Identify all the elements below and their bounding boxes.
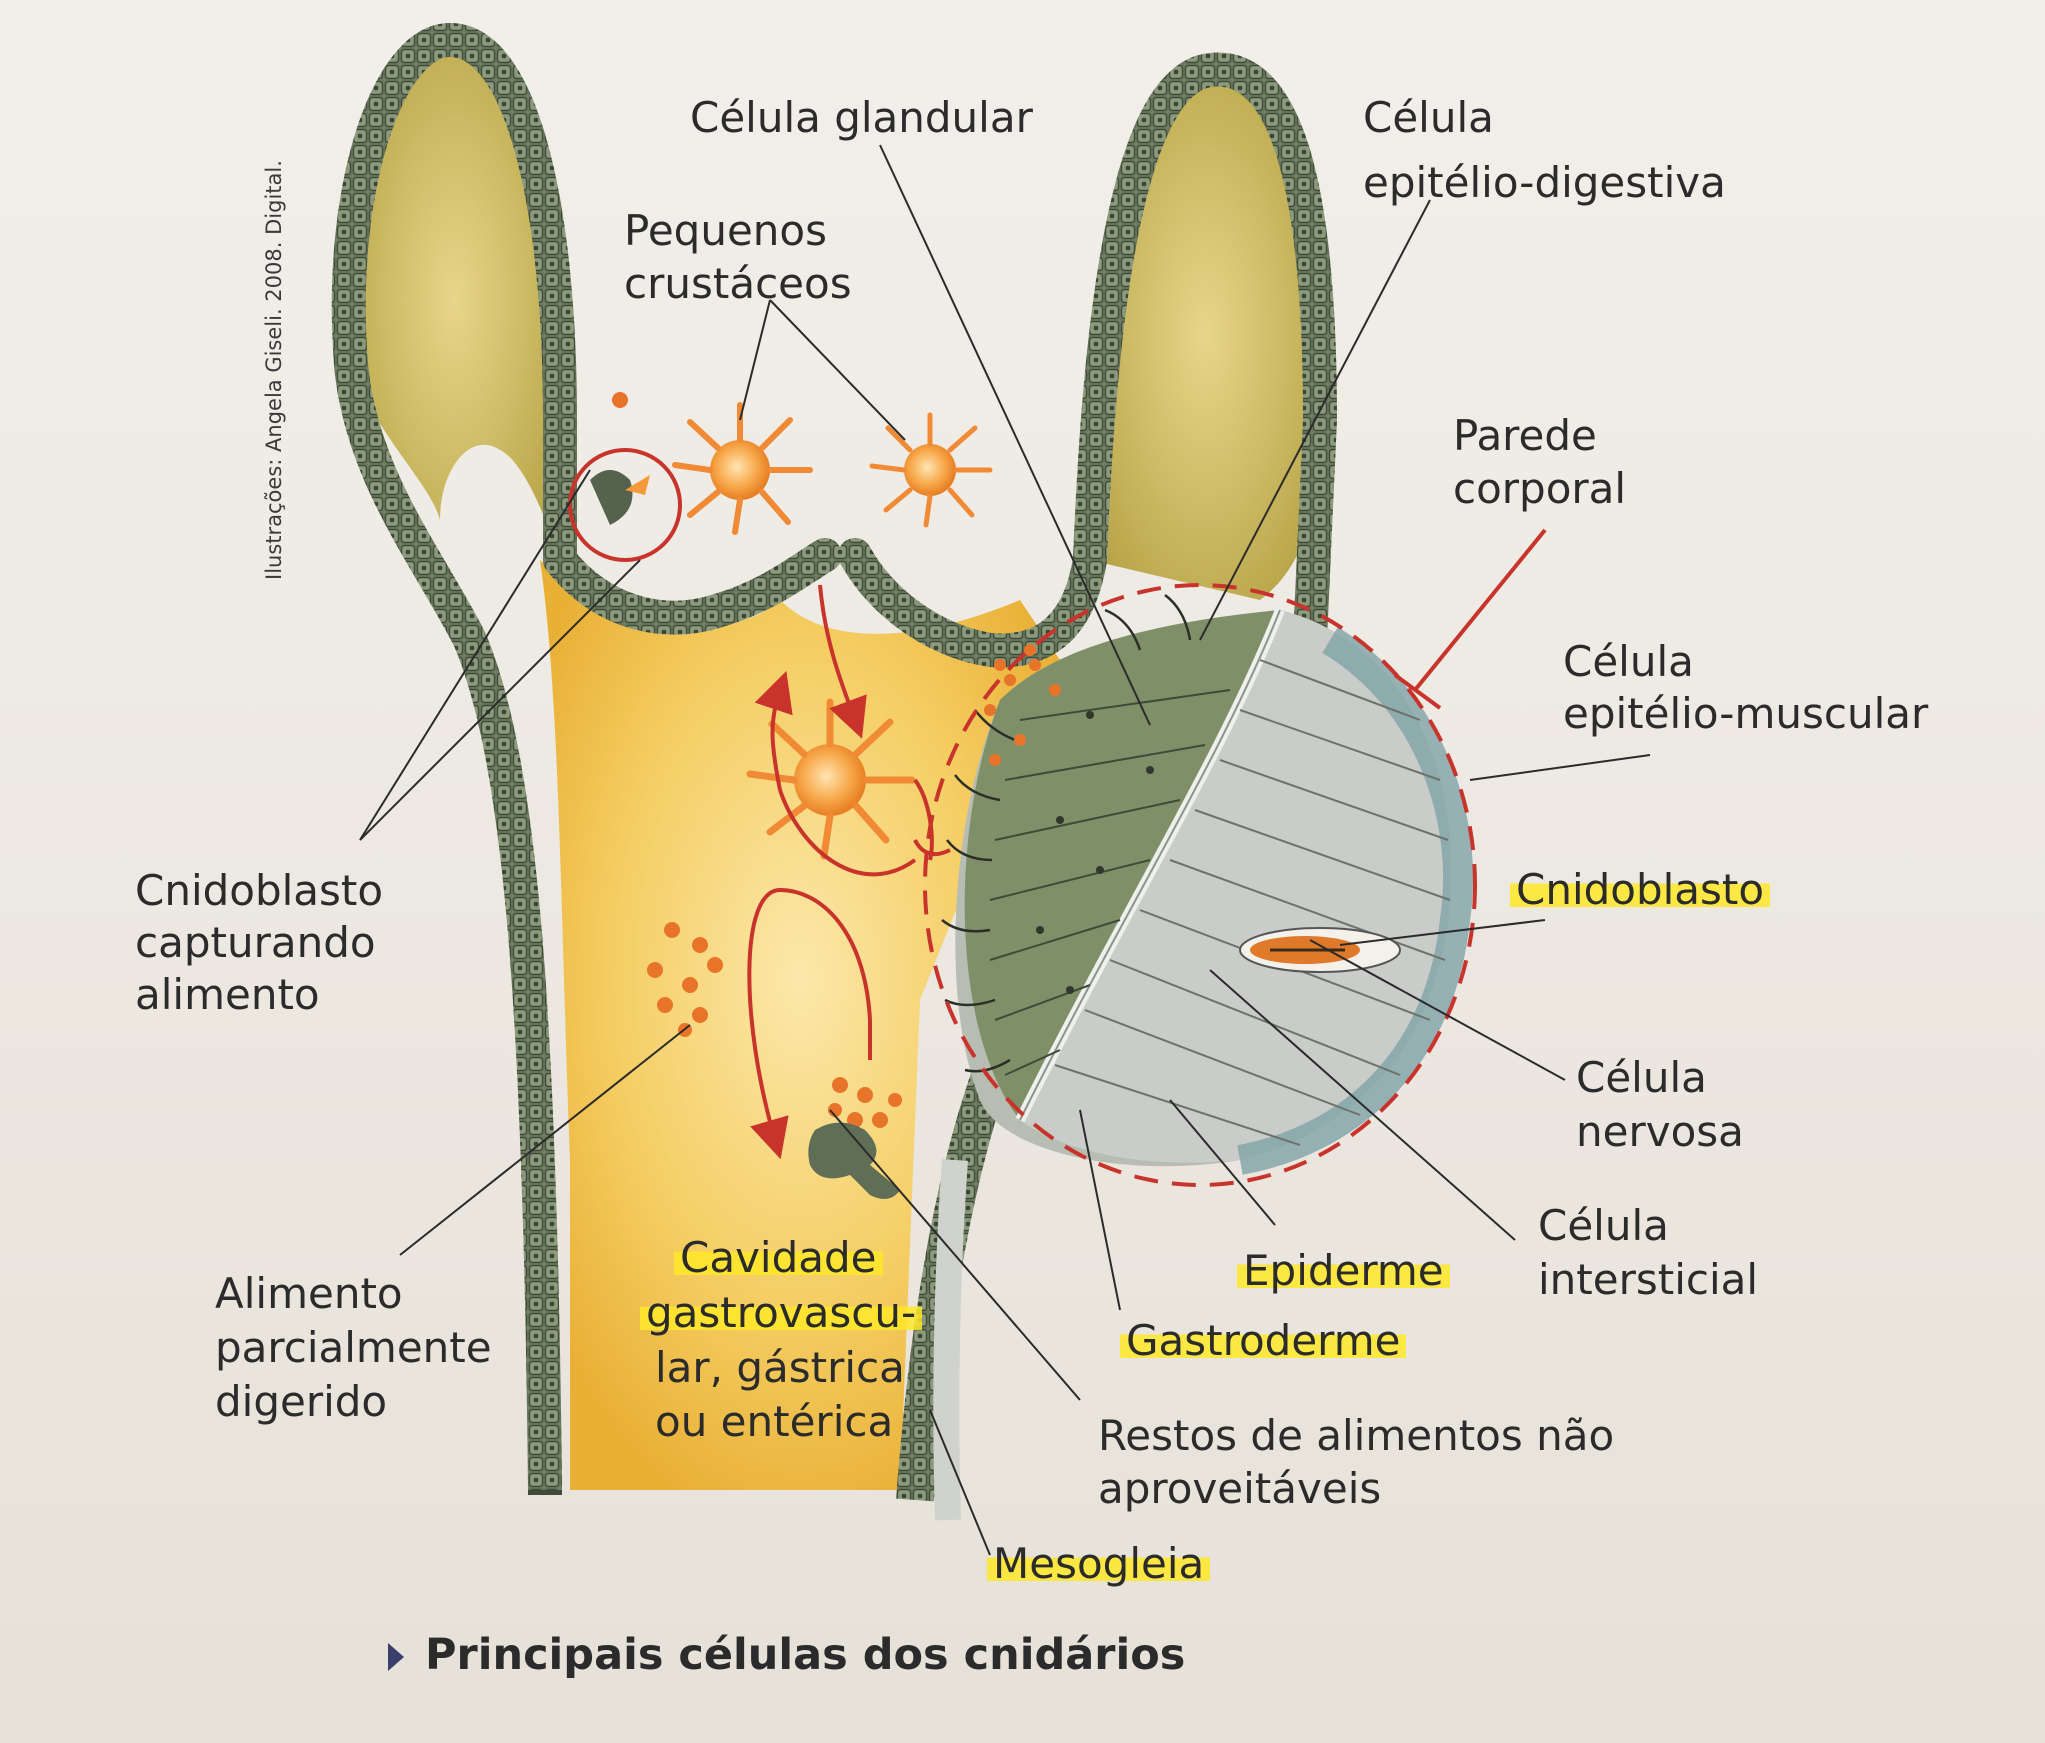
label-parede-corporal-1: Parede xyxy=(1453,411,1597,460)
leader-lines xyxy=(359,144,1651,1556)
label-epiderme-text: Epiderme xyxy=(1237,1246,1450,1295)
label-cnidoblasto-capturando-3: alimento xyxy=(135,970,320,1019)
label-cavidade-2: gastrovascu- xyxy=(640,1287,923,1339)
label-pequenos-crustaceos-2: crustáceos xyxy=(624,259,852,308)
label-alimento-digerido-1: Alimento xyxy=(215,1269,403,1318)
label-celula-glandular: Célula glandular xyxy=(690,93,1033,142)
label-celula-intersticial-2: intersticial xyxy=(1538,1255,1759,1304)
cnidoblast-cell xyxy=(1239,927,1401,973)
label-cavidade-4: ou entérica xyxy=(655,1397,894,1446)
label-restos-1: Restos de alimentos não xyxy=(1098,1411,1615,1460)
label-cnidoblasto-capturando-2: capturando xyxy=(135,918,376,967)
waste-structure xyxy=(808,1122,900,1199)
label-cavidade-3: lar, gástrica xyxy=(655,1343,905,1392)
body-wall-section xyxy=(941,594,1473,1175)
label-alimento-digerido-3: digerido xyxy=(215,1377,388,1426)
label-cavidade-1: Cavidade xyxy=(674,1232,883,1284)
label-restos-2: aproveitáveis xyxy=(1098,1464,1382,1513)
gastrovascular-cavity xyxy=(540,560,1060,1490)
label-cnidoblasto-capturando-1: Cnidoblasto xyxy=(135,866,384,915)
label-celula-epitelio-muscular-2: epitélio-muscular xyxy=(1563,689,1929,738)
magnification-circle xyxy=(923,583,1477,1187)
label-cnidoblasto-text: Cnidoblasto xyxy=(1510,865,1771,914)
label-cnidoblasto: Cnidoblasto xyxy=(1510,864,1771,916)
label-mesogleia: Mesogleia xyxy=(987,1538,1211,1590)
label-celula-intersticial-1: Célula xyxy=(1538,1201,1669,1250)
prey-crustaceans xyxy=(612,392,993,860)
illustration-credit: Ilustrações: Angela Giseli. 2008. Digita… xyxy=(262,160,286,580)
flow-arrows xyxy=(747,584,951,1160)
label-cavidade-1-text: Cavidade xyxy=(674,1233,883,1282)
oral-region xyxy=(543,538,1107,668)
label-parede-corporal-2: corporal xyxy=(1453,464,1627,513)
label-mesogleia-text: Mesogleia xyxy=(987,1539,1211,1588)
label-epiderme: Epiderme xyxy=(1237,1245,1450,1297)
label-celula-epitelio-digestiva-2: epitélio-digestiva xyxy=(1363,158,1726,207)
label-celula-nervosa-2: nervosa xyxy=(1576,1107,1744,1156)
label-celula-epitelio-digestiva-1: Célula xyxy=(1363,93,1494,142)
label-alimento-digerido-2: parcialmente xyxy=(215,1323,492,1372)
label-gastroderme-text: Gastroderme xyxy=(1120,1316,1407,1365)
capture-circle xyxy=(568,448,682,562)
label-celula-epitelio-muscular-1: Célula xyxy=(1563,637,1694,686)
left-tentacle xyxy=(331,22,577,1495)
parede-corporal-bracket xyxy=(1393,528,1547,710)
label-cavidade-2-text: gastrovascu- xyxy=(640,1288,923,1337)
label-gastroderme: Gastroderme xyxy=(1120,1315,1407,1367)
right-tentacle xyxy=(1073,52,1338,657)
label-celula-nervosa-1: Célula xyxy=(1576,1053,1707,1102)
label-pequenos-crustaceos-1: Pequenos xyxy=(624,206,827,255)
caption-arrow-icon xyxy=(388,1643,404,1671)
figure-caption: Principais células dos cnidários xyxy=(425,1630,1186,1680)
